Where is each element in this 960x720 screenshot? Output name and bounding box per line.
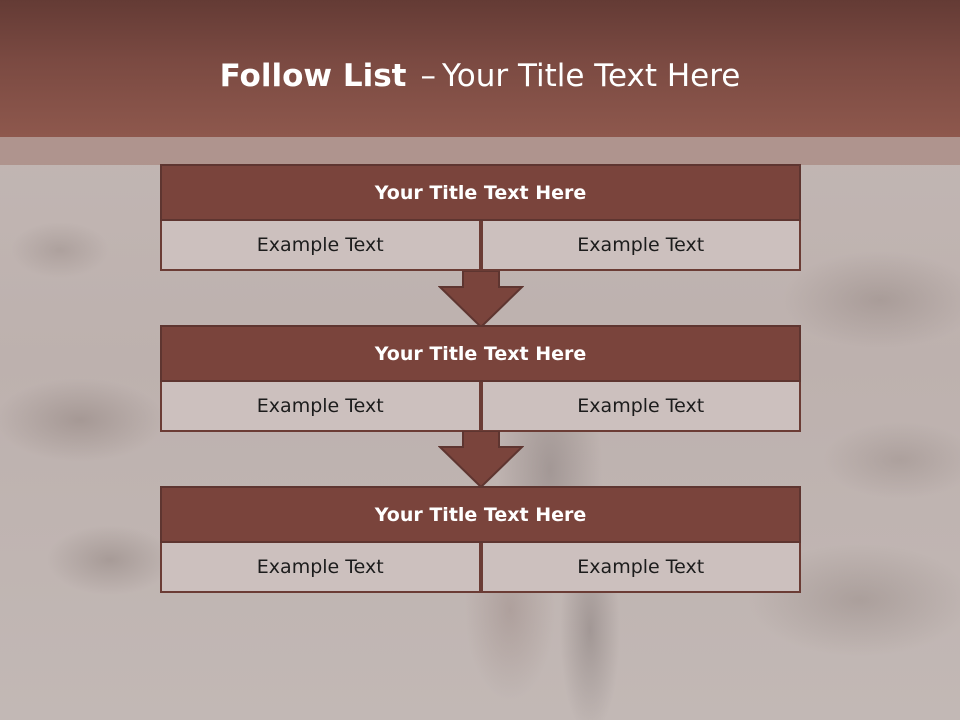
title-rest: Your Title Text Here bbox=[441, 58, 741, 94]
step-box-3: Your Title Text Here Example Text Exampl… bbox=[160, 486, 801, 593]
step-1-left-cell: Example Text bbox=[160, 221, 481, 271]
step-cells-1: Example Text Example Text bbox=[160, 221, 801, 271]
step-cells-3: Example Text Example Text bbox=[160, 543, 801, 593]
step-title-3: Your Title Text Here bbox=[160, 486, 801, 543]
step-1-right-cell: Example Text bbox=[480, 221, 801, 271]
step-title-2: Your Title Text Here bbox=[160, 325, 801, 382]
title-dash: – bbox=[420, 58, 436, 94]
header-bar bbox=[0, 0, 960, 137]
step-3-right-cell: Example Text bbox=[480, 543, 801, 593]
step-cells-2: Example Text Example Text bbox=[160, 382, 801, 432]
step-title-1: Your Title Text Here bbox=[160, 164, 801, 221]
step-2-left-cell: Example Text bbox=[160, 382, 481, 432]
step-3-left-cell: Example Text bbox=[160, 543, 481, 593]
step-2-right-cell: Example Text bbox=[480, 382, 801, 432]
arrow-down-icon bbox=[438, 431, 524, 489]
header-band bbox=[0, 137, 960, 165]
arrow-down-icon bbox=[438, 271, 524, 329]
step-box-2: Your Title Text Here Example Text Exampl… bbox=[160, 325, 801, 432]
page-title: Follow List–Your Title Text Here bbox=[0, 52, 960, 100]
step-box-1: Your Title Text Here Example Text Exampl… bbox=[160, 164, 801, 271]
title-bold: Follow List bbox=[219, 58, 407, 94]
